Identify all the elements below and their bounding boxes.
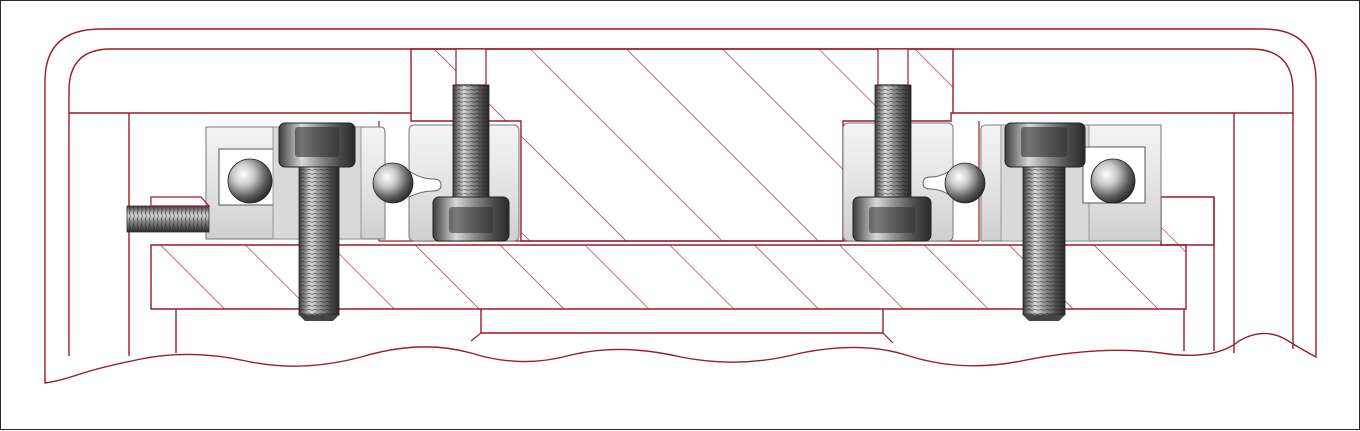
base-plate [150, 196, 1215, 344]
cap-screw [852, 84, 932, 242]
set-screw [126, 196, 211, 233]
ball [372, 162, 414, 204]
cap-screw [1004, 122, 1086, 321]
ball [944, 162, 986, 204]
ball [227, 158, 273, 204]
housing [44, 28, 1317, 384]
cap-screw [278, 122, 356, 321]
cap-screw [432, 84, 510, 242]
ball [1090, 158, 1136, 204]
